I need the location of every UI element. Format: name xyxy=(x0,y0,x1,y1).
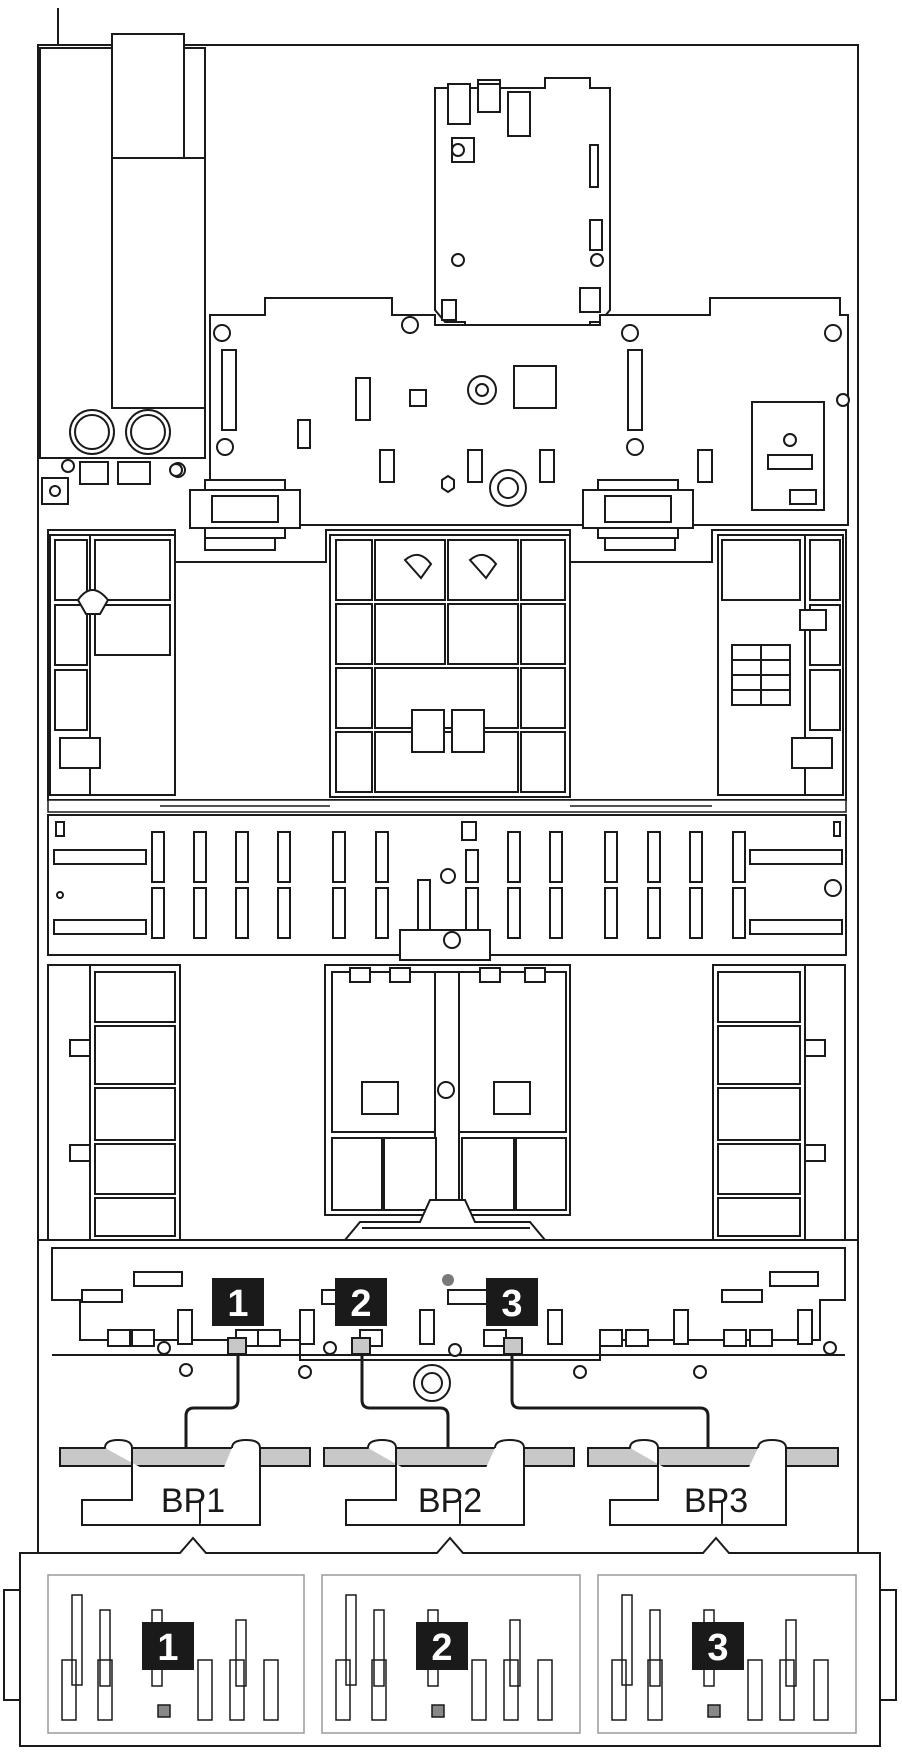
callout-2-number: 2 xyxy=(350,1283,371,1325)
detail-callout-3-badge xyxy=(692,1622,744,1670)
backplane-bars xyxy=(59,1438,839,1526)
cables xyxy=(184,1354,710,1448)
processor-area xyxy=(47,529,847,801)
system-board xyxy=(169,297,850,551)
power-supply-unit xyxy=(39,33,206,505)
detail-callout-2-number: 2 xyxy=(431,1627,452,1669)
cable-1 xyxy=(184,1354,240,1448)
backplane-labels: BP1 BP2 BP3 xyxy=(161,1482,748,1520)
callout-3-number: 3 xyxy=(501,1283,522,1325)
connector-1 xyxy=(227,1337,247,1355)
bp3-label: BP3 xyxy=(684,1482,748,1520)
callout-2-badge xyxy=(335,1278,387,1326)
cable-2 xyxy=(360,1354,450,1448)
detail-callout-1-badge xyxy=(142,1622,194,1670)
connector-2 xyxy=(351,1337,371,1355)
callout-1-number: 1 xyxy=(227,1283,248,1325)
bp2-label: BP2 xyxy=(418,1482,482,1520)
board-connectors xyxy=(227,1337,523,1355)
callout-3-badge xyxy=(486,1278,538,1326)
memory-slot-strip xyxy=(47,799,847,813)
connector-3 xyxy=(503,1337,523,1355)
detail-callout-3-number: 3 xyxy=(707,1627,728,1669)
detail-backplane-1 xyxy=(47,1574,305,1734)
riser-card xyxy=(434,77,611,331)
detail-callout-2-badge xyxy=(416,1622,468,1670)
detail-callouts: 1 2 3 xyxy=(142,1622,744,1670)
fan-zone xyxy=(47,929,846,1241)
detail-callout-1-number: 1 xyxy=(157,1627,178,1669)
board-callouts: 1 2 3 xyxy=(212,1278,538,1326)
memory-slots xyxy=(47,814,847,956)
bp1-label: BP1 xyxy=(161,1482,225,1520)
lower-board xyxy=(38,1239,858,1402)
cable-3 xyxy=(510,1354,710,1448)
detail-backplane-3 xyxy=(597,1574,857,1734)
callout-1-badge xyxy=(212,1278,264,1326)
